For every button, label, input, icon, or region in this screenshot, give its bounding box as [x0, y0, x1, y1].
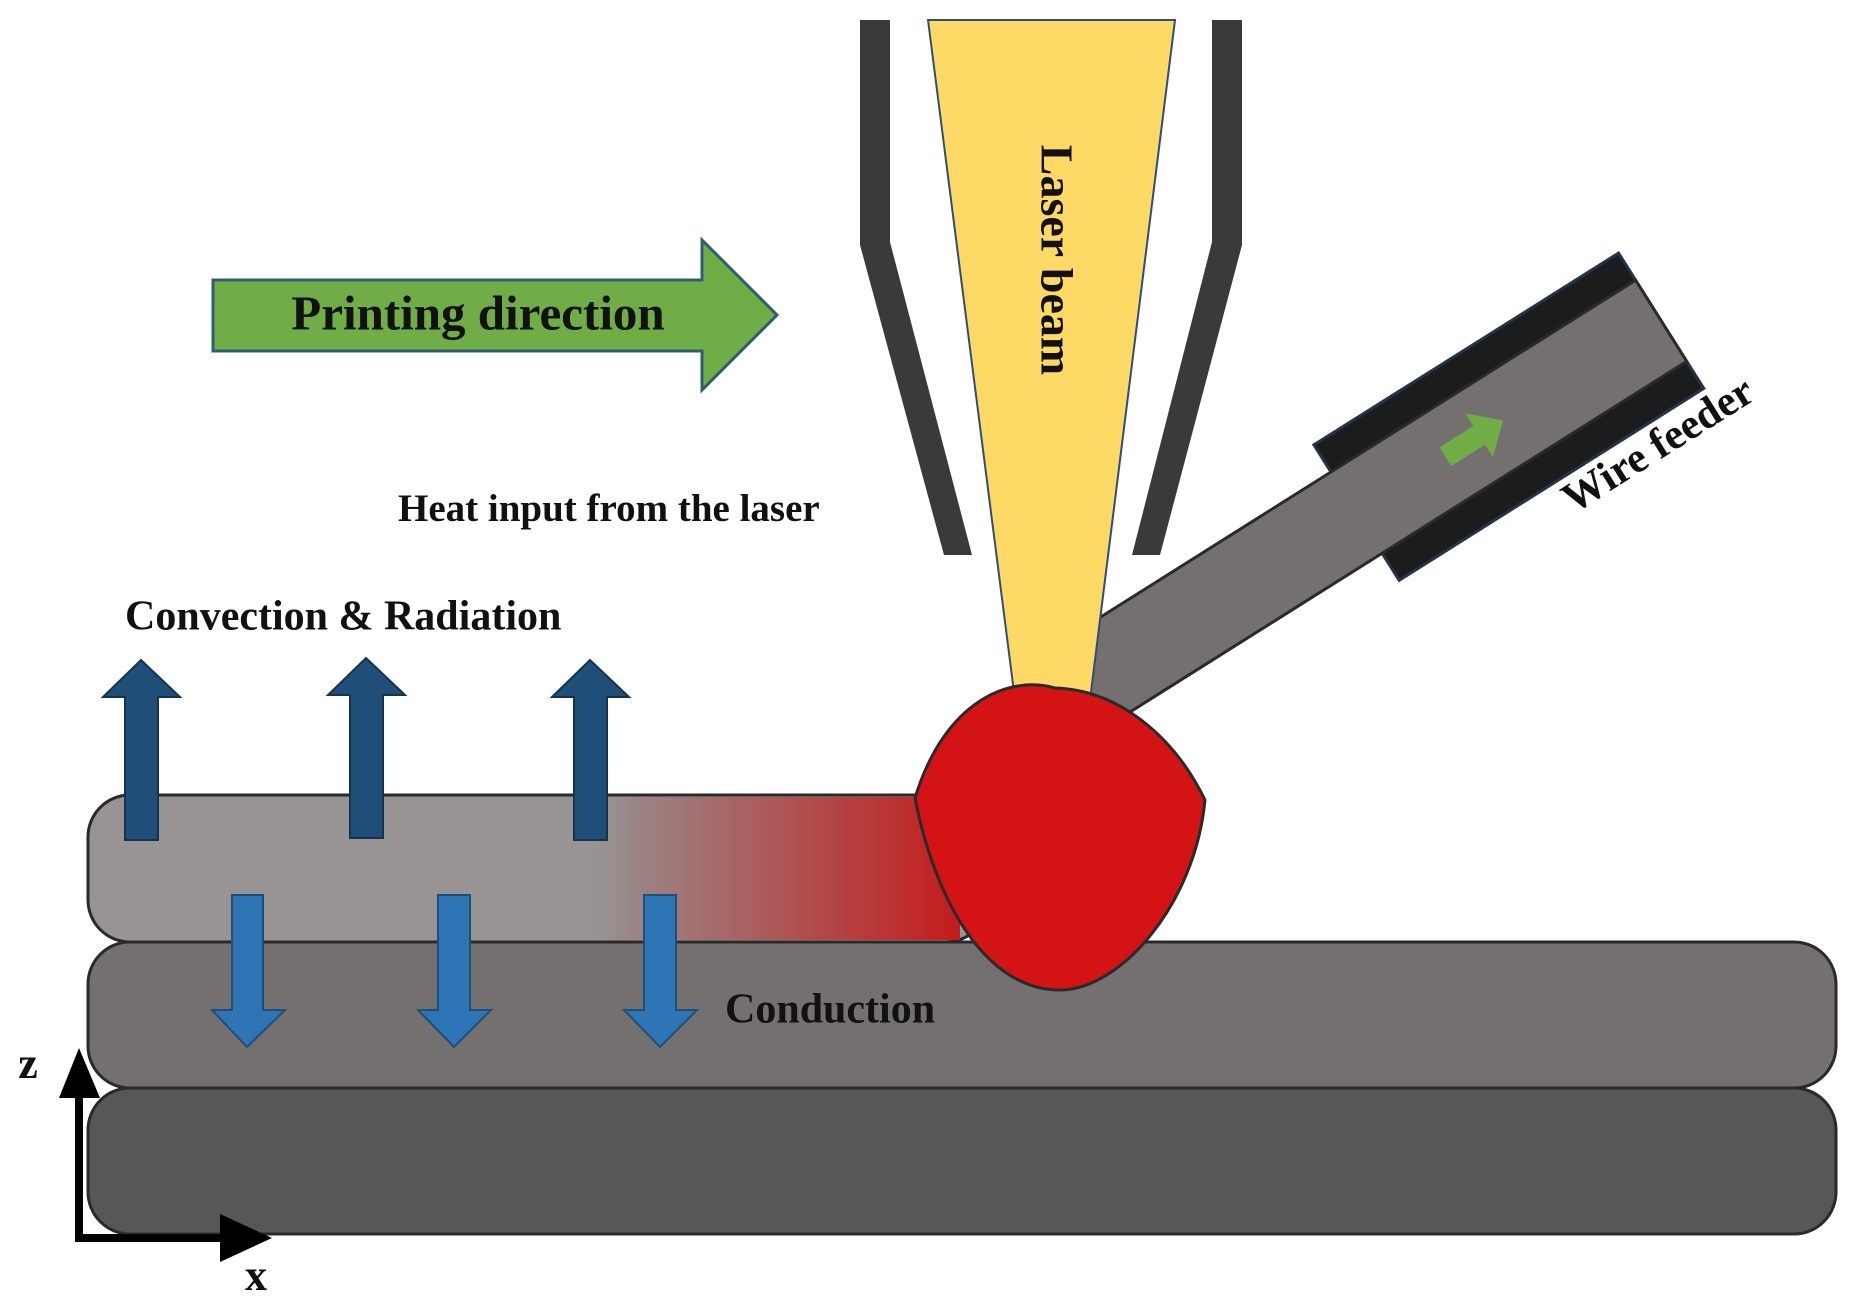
conduction-arrow: [209, 894, 288, 1049]
conduction-arrow: [621, 894, 700, 1049]
nozzle-left-wall: [860, 20, 972, 555]
z-axis-line: [75, 1085, 83, 1242]
laser-beam-label: Laser beam: [1031, 145, 1082, 375]
convection-arrow: [549, 658, 632, 841]
printing-direction-arrow: [211, 236, 780, 394]
x-axis-label: x: [245, 1251, 267, 1300]
conduction-arrow: [415, 894, 494, 1049]
x-axis-line: [75, 1234, 230, 1242]
coordinate-axes: z x: [18, 1039, 272, 1300]
conduction-label: Conduction: [725, 987, 935, 1033]
nozzle-right-wall: [1132, 20, 1242, 555]
bottom-layer: [86, 1086, 1838, 1236]
convection-arrow: [325, 656, 408, 839]
z-axis-arrowhead: [59, 1048, 100, 1098]
x-axis-arrowhead: [220, 1214, 272, 1262]
z-axis-label: z: [18, 1039, 38, 1088]
heat-affected-gradient: [580, 797, 960, 940]
middle-layer: [86, 940, 1838, 1090]
convection-radiation-label: Convection & Radiation: [125, 594, 561, 640]
feed-direction-arrow: [1439, 413, 1503, 466]
printing-direction-label: Printing direction: [291, 285, 664, 340]
melt-pool: [913, 683, 1207, 992]
heat-input-label: Heat input from the laser: [398, 487, 820, 530]
wire-feeder: [1045, 251, 1706, 734]
convection-arrow: [100, 658, 183, 841]
